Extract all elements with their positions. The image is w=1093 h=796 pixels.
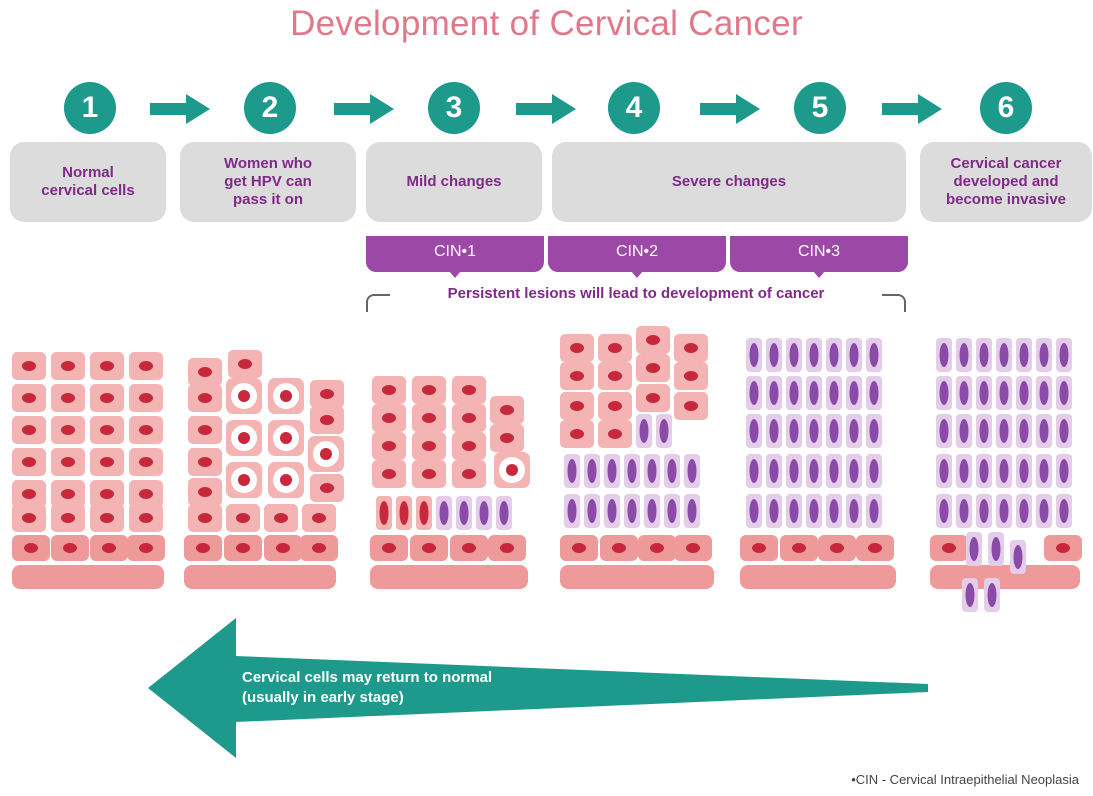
arrow-right-icon [334,94,394,124]
arrow-right-icon [150,94,210,124]
step-4-number: 4 [608,82,660,134]
cin-3-tab: CIN•3 [730,236,908,272]
persistent-lesions-label: Persistent lesions will lead to developm… [447,285,825,302]
step-5-number: 5 [794,82,846,134]
column-2-hpv-cells [184,350,344,589]
bracket-left [366,294,390,312]
column-3-mild-cells [370,376,530,589]
arrow-left-icon [148,618,928,758]
stage-2-box: Women who get HPV can pass it on [180,142,356,222]
diagram-title: Development of Cervical Cancer [290,4,803,43]
step-6-number: 6 [980,82,1032,134]
bracket-right [882,294,906,312]
stage-3-box: Mild changes [366,142,542,222]
stage-1-box: Normal cervical cells [10,142,166,222]
column-4-severe-cells [560,326,714,589]
arrow-right-icon [700,94,760,124]
cin-1-tab: CIN•1 [366,236,544,272]
step-2-number: 2 [244,82,296,134]
cin-2-tab: CIN•2 [548,236,726,272]
stage-4-5-box: Severe changes [552,142,906,222]
cin-footnote: •CIN - Cervical Intraepithelial Neoplasi… [851,772,1079,787]
persistent-lesions-bracket: Persistent lesions will lead to developm… [366,284,906,312]
return-to-normal-label: Cervical cells may return to normal (usu… [242,669,493,706]
column-1-normal-cells [12,352,165,589]
step-1-number: 1 [64,82,116,134]
arrow-right-icon [516,94,576,124]
column-5-severe-cells [740,338,896,589]
step-3-number: 3 [428,82,480,134]
cell-illustrations [12,326,1082,612]
column-6-invasive-cells [930,338,1082,612]
arrow-right-icon [882,94,942,124]
stage-6-box: Cervical cancer developed and become inv… [920,142,1092,222]
